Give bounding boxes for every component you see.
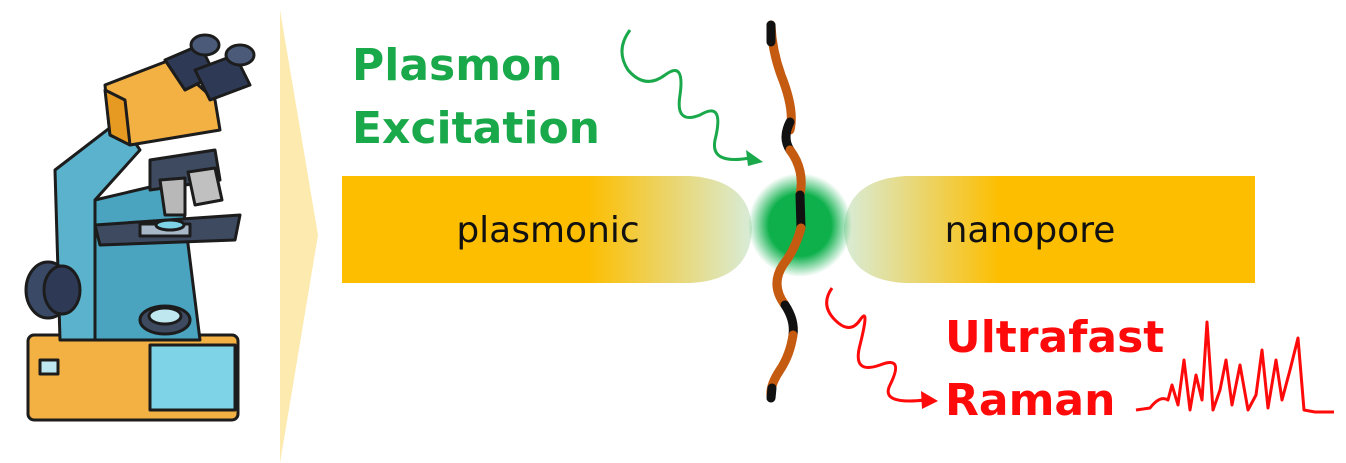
raman-label-line1: Ultrafast bbox=[945, 312, 1164, 363]
plasmonic-bar bbox=[342, 176, 752, 283]
nanopore-label: nanopore bbox=[945, 210, 1116, 251]
excitation-wave-arrow bbox=[620, 29, 751, 161]
excitation-arrowhead-icon bbox=[746, 150, 763, 166]
raman-wave-arrow bbox=[825, 287, 926, 403]
excitation-label-line2: Excitation bbox=[352, 103, 600, 154]
microscope-illustration bbox=[24, 33, 256, 422]
excitation-label-line1: Plasmon bbox=[352, 40, 563, 91]
nanopore-bar bbox=[844, 176, 1255, 283]
raman-label-line2: Raman bbox=[945, 375, 1115, 426]
plasmonic-label: plasmonic bbox=[456, 210, 639, 251]
dna-strand bbox=[766, 20, 806, 403]
raman-spectrum-line bbox=[1135, 320, 1334, 414]
raman-arrowhead-icon bbox=[921, 391, 938, 409]
divider-wedge bbox=[280, 10, 318, 463]
